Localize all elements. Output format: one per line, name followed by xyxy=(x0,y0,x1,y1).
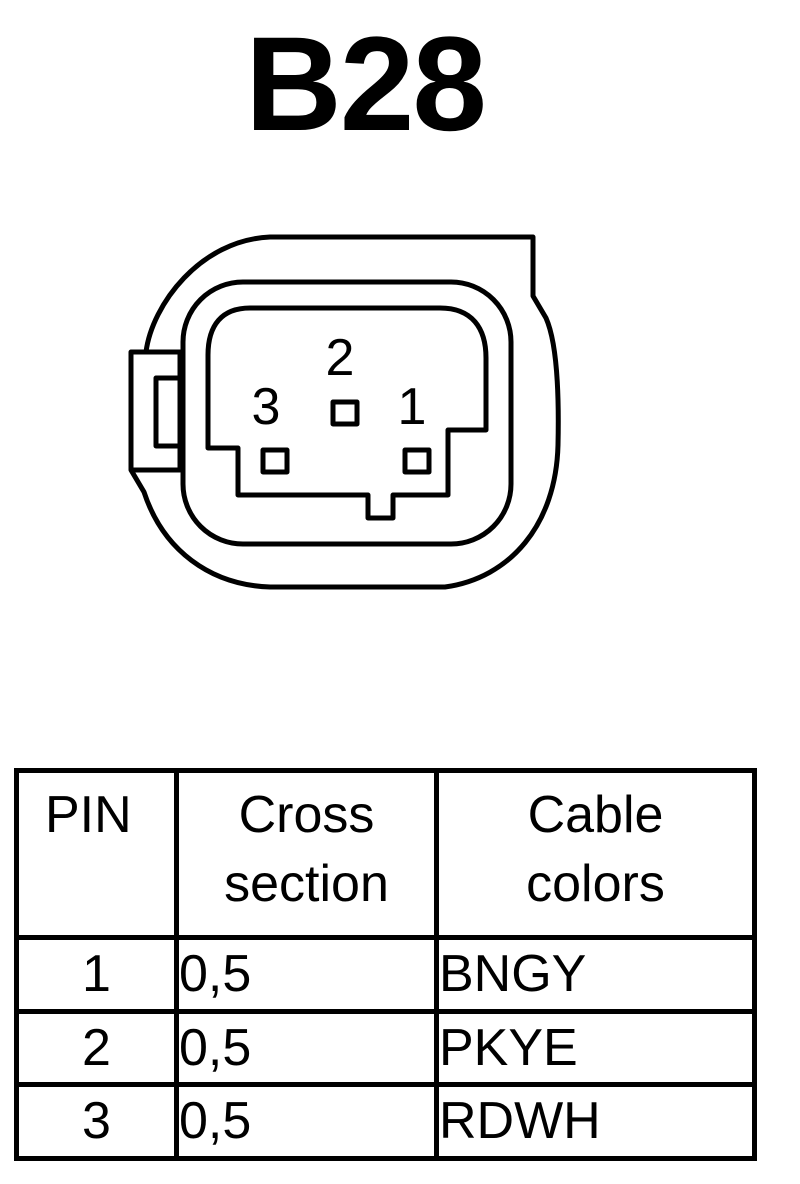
pin-socket-2 xyxy=(330,399,360,427)
table-row: 3 0,5 RDWH xyxy=(14,1082,757,1161)
connector-title: B28 xyxy=(245,10,487,159)
pin-label-1: 1 xyxy=(398,378,427,436)
table-row: 1 0,5 BNGY xyxy=(14,935,757,1014)
cell-pin: 1 xyxy=(14,935,179,1014)
cell-cross-section: 0,5 xyxy=(174,1008,439,1088)
header-color-line1: Cable xyxy=(527,786,664,844)
pin-label-3: 3 xyxy=(252,378,281,436)
cell-cable-color: BNGY xyxy=(434,935,757,1014)
header-cable-colors: Cable colors xyxy=(434,768,757,940)
header-cross-section: Cross section xyxy=(174,768,439,940)
table-header-row: PIN Cross section Cable colors xyxy=(14,768,757,940)
header-pin-label: PIN xyxy=(45,786,132,844)
header-cross-line2: section xyxy=(224,854,389,913)
cell-cross-section: 0,5 xyxy=(174,935,439,1014)
header-cross-line1: Cross xyxy=(238,786,375,844)
pin-label-2: 2 xyxy=(326,329,355,387)
connector-latch-inner xyxy=(153,375,183,449)
table-row: 2 0,5 PKYE xyxy=(14,1008,757,1088)
cell-pin: 2 xyxy=(14,1008,179,1088)
cell-pin: 3 xyxy=(14,1082,179,1161)
cell-cross-section: 0,5 xyxy=(174,1082,439,1161)
connector-diagram: 2 3 1 xyxy=(128,234,561,590)
pin-socket-1 xyxy=(402,447,432,475)
connector-pin-insert xyxy=(205,305,489,521)
pin-assignment-table: PIN Cross section Cable colors 1 0,5 BNG… xyxy=(14,768,757,1161)
connector-housing-outline xyxy=(128,234,561,590)
header-color-line2: colors xyxy=(526,854,665,913)
pin-socket-3 xyxy=(260,447,290,475)
cell-cable-color: RDWH xyxy=(434,1082,757,1161)
connector-inner-face xyxy=(180,279,514,547)
header-pin: PIN xyxy=(14,768,179,940)
cell-cable-color: PKYE xyxy=(434,1008,757,1088)
